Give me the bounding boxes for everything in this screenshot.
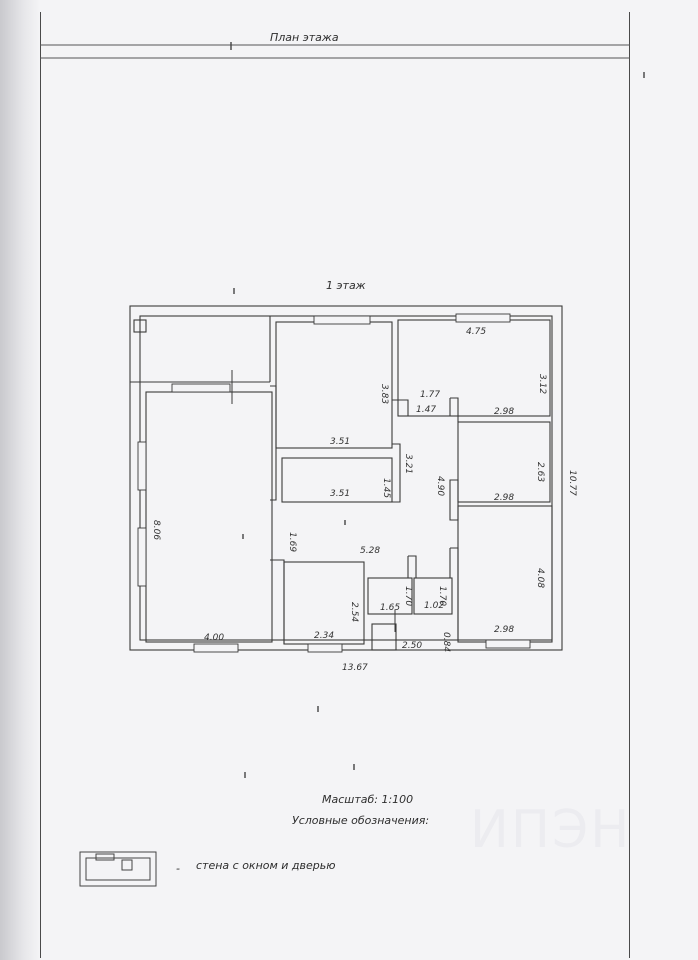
room-storage [281, 457, 393, 503]
legend-wall-symbol [79, 851, 157, 887]
dim-label: 2.63 [535, 462, 545, 482]
window-left-1 [137, 441, 147, 491]
dim-label: 4.75 [466, 327, 486, 337]
corner-marker [133, 319, 147, 333]
window-bottom-1 [193, 643, 239, 653]
dim-label: 3.51 [330, 437, 350, 447]
dim-label: 1.70 [437, 586, 447, 606]
dim-label: 5.28 [360, 546, 380, 556]
dim-label: 0.84 [441, 632, 451, 652]
window-left-2 [137, 527, 147, 587]
dim-label: 2.98 [494, 407, 514, 417]
dim-label: 3.21 [403, 454, 413, 474]
room-middle-right [457, 421, 551, 503]
dim-label: 2.50 [402, 641, 422, 651]
wall-stub-1 [392, 399, 409, 417]
dim-label: 1.45 [381, 478, 391, 498]
wall-stub-6 [407, 555, 417, 578]
dim-label: 4.00 [204, 633, 224, 643]
floor-label: 1 этаж [326, 279, 366, 292]
dim-label: 1.69 [287, 532, 297, 552]
drawing-frame [40, 12, 630, 958]
scale-label: Масштаб: 1:100 [322, 793, 414, 806]
page-title: План этажа [270, 31, 339, 44]
room-bedroom-1 [275, 321, 393, 449]
wall-stub-5 [449, 547, 459, 640]
wall-stub-2 [392, 443, 401, 503]
dim-label: 3.83 [379, 384, 389, 404]
dim-label: 1.70 [403, 586, 413, 606]
dim-label: 1.77 [420, 390, 440, 400]
wall-stub-4 [449, 479, 459, 521]
dim-label: 4.08 [535, 568, 545, 588]
outer-wall-outer [129, 305, 563, 651]
wall-stub-8 [270, 559, 285, 644]
room-bath-1 [367, 577, 413, 615]
dim-label: 1.47 [416, 405, 436, 415]
watermark: ИПЭН [470, 800, 632, 860]
window-top-2 [455, 313, 511, 323]
dim-label: 3.12 [537, 374, 547, 394]
dim-label: 8.06 [151, 520, 161, 540]
wall-stub-3 [449, 397, 459, 422]
dim-label: 2.34 [314, 631, 334, 641]
room-living [145, 391, 273, 643]
dim-label: 3.51 [330, 489, 350, 499]
window-living-top [171, 383, 231, 393]
outer-wall-inner [139, 315, 553, 641]
window-top-1 [313, 315, 371, 325]
scan-shadow-edge [0, 0, 40, 960]
dim-label: 10.77 [567, 470, 577, 496]
annex-wall [130, 316, 271, 383]
wall-stub-7 [270, 385, 277, 501]
window-bottom-2 [307, 643, 343, 653]
dim-label: 4.90 [435, 476, 445, 496]
entrance-porch [371, 623, 397, 651]
room-bath-2 [413, 577, 453, 615]
window-bottom-3 [485, 639, 531, 649]
legend-text: стена с окном и дверью [196, 859, 336, 872]
dim-label: 13.67 [342, 663, 368, 673]
legend-title: Условные обозначения: [292, 814, 430, 827]
dim-label: 2.98 [494, 625, 514, 635]
dim-label: 1.02 [424, 601, 444, 611]
dim-label: 2.98 [494, 493, 514, 503]
dim-label: 1.65 [380, 603, 400, 613]
legend-dash: - [176, 862, 180, 875]
dim-label: 2.54 [349, 602, 359, 622]
